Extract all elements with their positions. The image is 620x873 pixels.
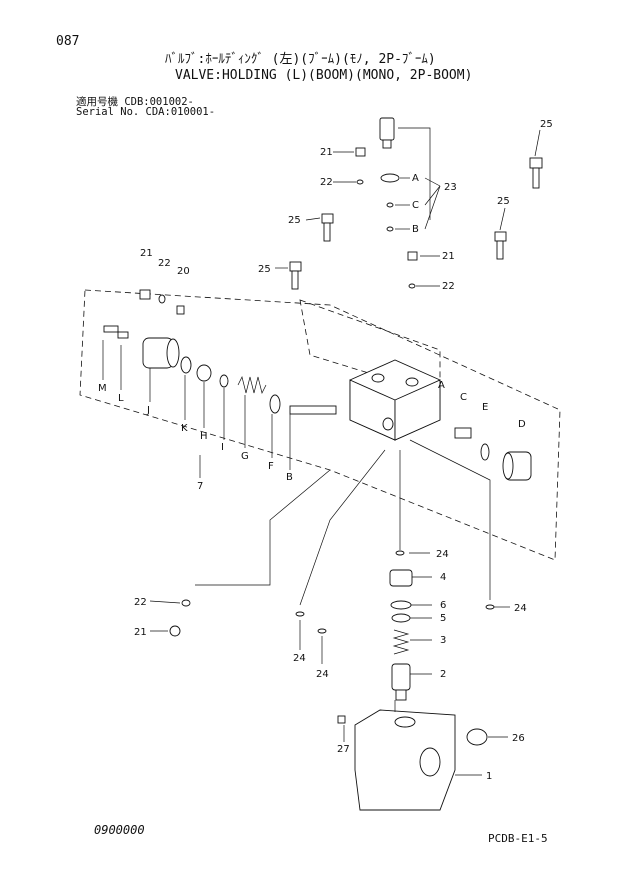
spring-3: [392, 629, 410, 655]
block-body-1: [354, 709, 456, 811]
callout-25-top-right: 25: [540, 119, 553, 130]
callout-letter-a-top: A: [412, 173, 419, 184]
callout-6: 6: [440, 600, 446, 611]
callout-letter-b-side: B: [286, 472, 293, 483]
callout-25-left-top: 25: [288, 215, 301, 226]
bolt-25-left-top: [321, 213, 334, 242]
callout-22-lower: 22: [134, 597, 147, 608]
oring-5: [391, 613, 411, 623]
poppet-2: [391, 663, 411, 701]
callout-1: 1: [486, 771, 492, 782]
callout-letter-m: M: [98, 383, 107, 394]
bolt-25-left-mid: [289, 261, 302, 290]
callout-25-left-mid: 25: [258, 264, 271, 275]
page-number: 087: [56, 34, 80, 49]
callout-27: 27: [337, 744, 350, 755]
cap-d-right: [502, 451, 532, 481]
nut-l: [117, 331, 129, 339]
callout-24-upper: 24: [436, 549, 449, 560]
plug-21-top: [355, 147, 366, 157]
route-line-d: [299, 449, 386, 606]
seal-22-left: [158, 294, 166, 304]
oring-c-top: [386, 202, 394, 208]
callout-21-top: 21: [320, 147, 333, 158]
cartridge-plug-top: [379, 117, 395, 149]
subassembly-7-frame: [79, 289, 561, 561]
screw-m: [103, 325, 119, 333]
oring-a-top: [380, 173, 400, 183]
bolt-25-right-top: [529, 157, 543, 189]
spool-b: [289, 405, 337, 415]
title-japanese: ﾊﾞﾙﾌﾞ:ﾎｰﾙﾃﾞｨﾝｸﾞ (左)(ﾌﾞｰﾑ)(ﾓﾉ, 2P-ﾌﾞｰﾑ): [165, 52, 436, 67]
cap-j: [142, 337, 180, 369]
oring-24-mid: [317, 628, 327, 634]
route-line-c: [409, 439, 491, 600]
callout-letter-c-side: C: [460, 392, 467, 403]
callout-letter-h: H: [200, 431, 208, 442]
oring-26: [466, 728, 488, 746]
callout-letter-b-top: B: [412, 224, 419, 235]
valve-body-7: [349, 359, 441, 441]
plug-27: [337, 715, 346, 724]
applicable-model-label: 適用号機 CDB:001002-: [76, 96, 194, 108]
route-line-a: [195, 469, 331, 586]
callout-4: 4: [440, 572, 446, 583]
page-reference: PCDB-E1-5: [488, 832, 548, 845]
serial-number-label: Serial No. CDA:010001-: [76, 106, 216, 118]
callout-5: 5: [440, 613, 446, 624]
callout-letter-k: K: [181, 423, 188, 434]
leader-23: [398, 127, 431, 220]
callout-letter-d-side: D: [518, 419, 526, 430]
oring-24-upper: [395, 550, 405, 556]
oring-k: [180, 356, 192, 374]
plug-4: [389, 569, 413, 587]
callout-24-left: 24: [293, 653, 306, 664]
callout-letter-e-side: E: [482, 402, 488, 413]
nut-h: [196, 364, 212, 382]
plug-c-right: [454, 427, 472, 439]
plug-21-right: [407, 251, 418, 261]
oring-b-top: [386, 226, 394, 232]
oring-24-right: [485, 604, 495, 610]
callout-24-mid: 24: [316, 669, 329, 680]
seal-22-right: [408, 283, 416, 289]
callout-22-top: 22: [320, 177, 333, 188]
callout-letter-g: G: [241, 451, 249, 462]
callout-22-right: 22: [442, 281, 455, 292]
callout-21-left: 21: [140, 248, 153, 259]
ring-6: [390, 600, 412, 610]
callout-letter-l: L: [118, 393, 124, 404]
callout-letter-c-top: C: [412, 200, 419, 211]
plug-21-lower: [169, 625, 181, 637]
callout-24-right: 24: [514, 603, 527, 614]
callout-26: 26: [512, 733, 525, 744]
callout-2: 2: [440, 669, 446, 680]
washer-f: [269, 394, 281, 414]
ring-i: [219, 374, 229, 388]
callout-21-right: 21: [442, 251, 455, 262]
seal-22-lower: [181, 599, 191, 607]
seal-22-top: [356, 179, 364, 185]
oring-e-right: [480, 443, 490, 461]
plug-21-left: [139, 289, 151, 300]
spring-g: [237, 375, 267, 395]
title-english: VALVE:HOLDING (L)(BOOM)(MONO, 2P-BOOM): [175, 68, 473, 83]
footer-code: 0900000: [94, 823, 145, 837]
callout-letter-i: I: [221, 442, 224, 453]
callout-23: 23: [444, 182, 457, 193]
callout-20: 20: [177, 266, 190, 277]
oring-24-left: [295, 611, 305, 617]
bolt-25-right-mid: [494, 231, 507, 260]
filter-20: [176, 305, 185, 315]
callout-7: 7: [197, 481, 203, 492]
callout-25-right-mid: 25: [497, 196, 510, 207]
callout-22-left: 22: [158, 258, 171, 269]
callout-letter-j: J: [146, 405, 150, 416]
callout-letter-a-side: A: [438, 380, 445, 391]
callout-letter-f: F: [268, 461, 274, 472]
callout-21-lower: 21: [134, 627, 147, 638]
callout-3: 3: [440, 635, 446, 646]
